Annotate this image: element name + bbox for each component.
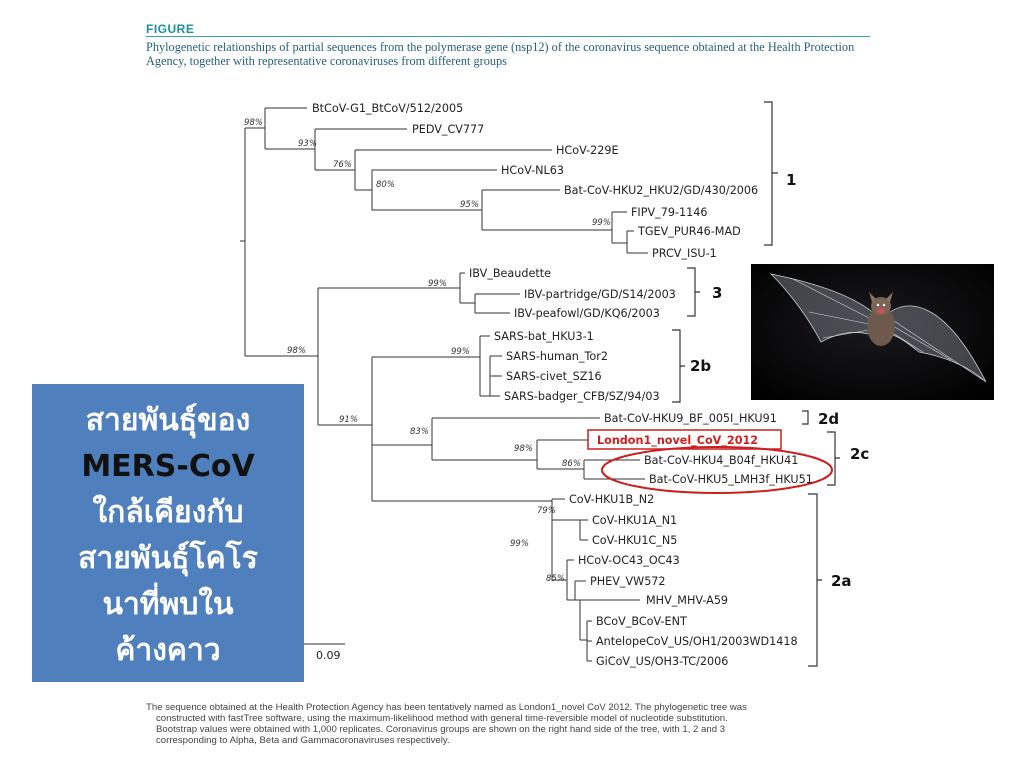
highlight-ellipse bbox=[601, 446, 833, 494]
leaf-label: PRCV_ISU-1 bbox=[652, 247, 717, 260]
leaf-label: IBV-partridge/GD/S14/2003 bbox=[524, 288, 676, 301]
footnote-line: The sequence obtained at the Health Prot… bbox=[146, 702, 747, 713]
bracket-group-2b bbox=[672, 329, 685, 403]
figure-footnote: The sequence obtained at the Health Prot… bbox=[146, 702, 866, 746]
leaf-label: HCoV-OC43_OC43 bbox=[578, 554, 680, 567]
footnote-line: constructed with fastTree software, usin… bbox=[156, 713, 728, 724]
group-label: 2b bbox=[690, 357, 711, 375]
leaf-label: FIPV_79-1146 bbox=[631, 206, 707, 219]
leaf-label: BCoV_BCoV-ENT bbox=[596, 615, 687, 628]
bootstrap-value: 98% bbox=[514, 444, 533, 454]
bootstrap-value: 99% bbox=[451, 347, 470, 357]
group-label: 1 bbox=[786, 171, 796, 189]
leaf-label: HCoV-229E bbox=[556, 144, 619, 157]
leaf-label: MHV_MHV-A59 bbox=[646, 594, 728, 607]
bracket-group-2a bbox=[808, 493, 822, 667]
leaf-label: CoV-HKU1B_N2 bbox=[569, 493, 654, 506]
callout-line-mers: MERS-CoV bbox=[81, 449, 255, 484]
figure-label: FIGURE bbox=[146, 22, 195, 36]
bootstrap-value: 99% bbox=[428, 279, 447, 289]
bat-icon bbox=[751, 264, 994, 400]
bootstrap-value: 99% bbox=[592, 218, 611, 228]
highlight-box bbox=[587, 429, 782, 450]
leaf-label: SARS-badger_CFB/SZ/94/03 bbox=[504, 390, 660, 403]
leaf-label: SARS-bat_HKU3-1 bbox=[494, 330, 594, 343]
leaf-labels: BtCoV-G1_BtCoV/512/2005 PEDV_CV777 HCoV-… bbox=[312, 102, 813, 668]
leaf-label: Bat-CoV-HKU5_LMH3f_HKU51 bbox=[649, 473, 813, 486]
bracket-group-2c bbox=[827, 431, 840, 486]
bootstrap-value: 86% bbox=[562, 459, 581, 469]
footnote-line: corresponding to Alpha, Beta and Gammaco… bbox=[156, 735, 450, 746]
leaf-label: CoV-HKU1C_N5 bbox=[592, 534, 677, 547]
figure-rule bbox=[146, 36, 870, 37]
bracket-group-3 bbox=[687, 267, 700, 317]
callout-box: สายพันธุ์ของ MERS-CoV ใกล้เคียงกับ สายพั… bbox=[32, 384, 304, 682]
bootstrap-value: 80% bbox=[376, 180, 395, 190]
bootstrap-value: 99% bbox=[510, 539, 529, 549]
leaf-label: SARS-civet_SZ16 bbox=[506, 370, 602, 383]
bracket-group-2d bbox=[802, 410, 809, 425]
tree-branches bbox=[240, 107, 648, 662]
bat-photo bbox=[751, 264, 994, 400]
leaf-label: AntelopeCoV_US/OH1/2003WD1418 bbox=[596, 635, 798, 648]
bootstrap-value: 93% bbox=[298, 139, 317, 149]
callout-line: สายพันธุ์ของ bbox=[85, 403, 251, 438]
bootstrap-values: 98% 93% 76% 80% 95% 99% 99% 98% 99% 91% … bbox=[244, 118, 611, 584]
leaf-label: GiCoV_US/OH3-TC/2006 bbox=[596, 655, 728, 668]
group-label: 2d bbox=[818, 410, 839, 428]
leaf-label: IBV_Beaudette bbox=[469, 267, 551, 280]
leaf-label: IBV-peafowl/GD/KQ6/2003 bbox=[514, 307, 660, 320]
group-label: 2c bbox=[850, 445, 869, 463]
figure-caption: Phylogenetic relationships of partial se… bbox=[146, 40, 855, 68]
callout-text: สายพันธุ์ของ MERS-CoV ใกล้เคียงกับ สายพั… bbox=[32, 398, 304, 674]
group-label: 3 bbox=[712, 284, 722, 302]
leaf-label: HCoV-NL63 bbox=[501, 164, 564, 177]
bootstrap-value: 83% bbox=[410, 427, 429, 437]
callout-line: ค้างคาว bbox=[115, 633, 221, 668]
bootstrap-value: 98% bbox=[287, 346, 306, 356]
leaf-label: Bat-CoV-HKU4_B04f_HKU41 bbox=[644, 454, 798, 467]
bootstrap-value: 91% bbox=[339, 415, 358, 425]
leaf-label: PEDV_CV777 bbox=[412, 123, 484, 136]
footnote-line: Bootstrap values were obtained with 1,00… bbox=[156, 724, 726, 735]
callout-line: สายพันธุ์โคโร bbox=[78, 541, 258, 576]
leaf-label-highlight: London1_novel_CoV_2012 bbox=[597, 434, 758, 447]
bracket-group-1 bbox=[764, 101, 778, 246]
leaf-label: BtCoV-G1_BtCoV/512/2005 bbox=[312, 102, 463, 115]
group-label: 2a bbox=[831, 572, 852, 590]
bootstrap-value: 76% bbox=[333, 160, 352, 170]
callout-line: นาที่พบใน bbox=[102, 587, 234, 622]
callout-line: ใกล้เคียงกับ bbox=[92, 495, 244, 530]
leaf-label: SARS-human_Tor2 bbox=[506, 350, 608, 363]
bootstrap-value: 85% bbox=[546, 574, 565, 584]
leaf-label: Bat-CoV-HKU2_HKU2/GD/430/2006 bbox=[564, 184, 758, 197]
bootstrap-value: 98% bbox=[244, 118, 263, 128]
leaf-label: PHEV_VW572 bbox=[590, 575, 666, 588]
leaf-label: TGEV_PUR46-MAD bbox=[637, 225, 741, 238]
bootstrap-value: 95% bbox=[460, 200, 479, 210]
leaf-label: CoV-HKU1A_N1 bbox=[592, 514, 677, 527]
scale-label: 0.09 bbox=[316, 649, 341, 662]
leaf-label: Bat-CoV-HKU9_BF_005I_HKU91 bbox=[604, 412, 777, 425]
bootstrap-value: 79% bbox=[537, 506, 556, 516]
phylogenetic-tree: BtCoV-G1_BtCoV/512/2005 PEDV_CV777 HCoV-… bbox=[240, 101, 869, 668]
